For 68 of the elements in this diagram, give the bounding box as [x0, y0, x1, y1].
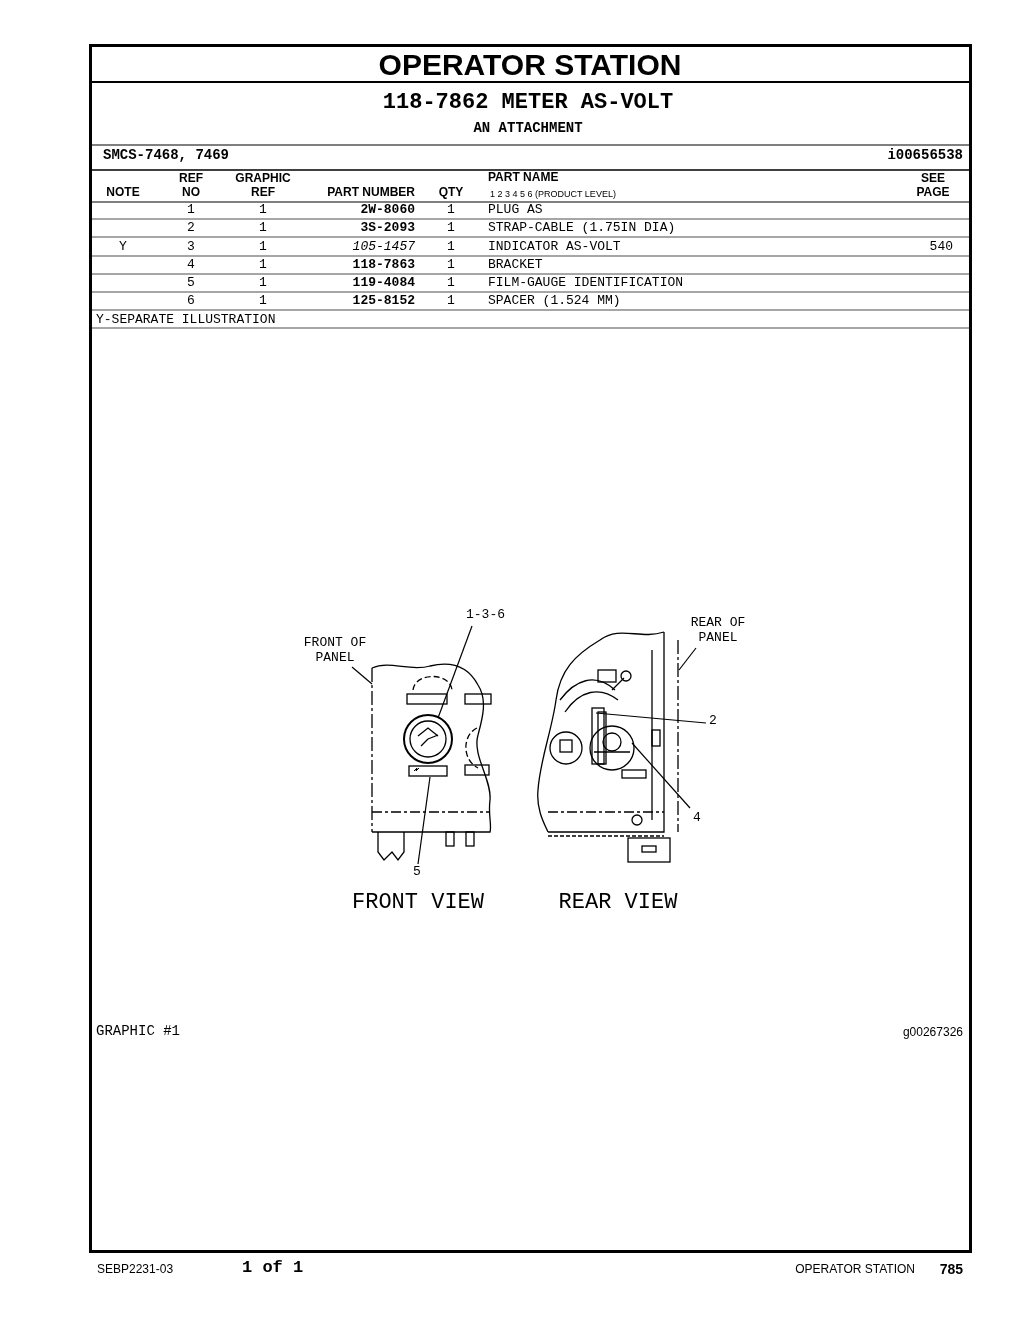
callout-label: 5 [413, 865, 421, 880]
footer-section-title: OPERATOR STATION [795, 1263, 915, 1277]
table-cell: Y [119, 240, 127, 255]
table-cell: 1 [259, 258, 267, 273]
table-cell: 2 [187, 221, 195, 236]
column-header: REF NO [178, 172, 204, 200]
column-header: GRAPHIC REF [234, 172, 292, 200]
table-cell: 6 [187, 294, 195, 309]
table-cell: 1 [447, 240, 455, 255]
table-cell: 1 [259, 221, 267, 236]
callout-label: 1-3-6 [466, 608, 505, 623]
table-cell: 105-1457 [352, 240, 415, 255]
page-title: OPERATOR STATION [378, 48, 682, 83]
table-cell: 1 [259, 240, 267, 255]
column-header: SEE PAGE [915, 172, 951, 200]
page-count: 1 of 1 [242, 1258, 304, 1278]
table-cell: SPACER (1.524 MM) [488, 294, 621, 309]
table-cell: PLUG AS [488, 203, 543, 218]
leader-line [595, 712, 707, 724]
table-cell: 540 [929, 240, 953, 255]
front-view-drawing [371, 663, 492, 862]
graphic-id: g00267326 [902, 1026, 963, 1040]
document-number: SEBP2231-03 [97, 1263, 174, 1277]
table-cell: STRAP-CABLE (1.75IN DIA) [488, 221, 676, 236]
table-cell: 1 [447, 203, 455, 218]
table-cell: INDICATOR AS-VOLT [488, 240, 621, 255]
table-cell: 1 [447, 258, 455, 273]
leader-line [437, 625, 473, 719]
rear-view-drawing [537, 631, 679, 863]
table-cell: 2W-8060 [360, 203, 415, 218]
table-cell: 119-4084 [352, 276, 415, 291]
column-header: PART NAME [488, 171, 559, 185]
table-cell: 118-7863 [352, 258, 415, 273]
leader-line [417, 776, 431, 865]
page-number: 785 [939, 1261, 963, 1278]
callout-label: FRONT OF PANEL [300, 636, 370, 666]
column-header: PART NUMBER [327, 186, 415, 200]
table-cell: 3S-2093 [360, 221, 415, 236]
callout-label: 2 [709, 714, 717, 729]
callout-label: REAR OF PANEL [683, 616, 753, 646]
table-cell: 4 [187, 258, 195, 273]
table-cell: 1 [447, 221, 455, 236]
callout-label: 4 [693, 811, 701, 826]
column-header: QTY [438, 186, 464, 200]
leader-line [631, 742, 691, 809]
part-heading: 118-7862 METER AS-VOLT [382, 90, 674, 116]
table-cell: 3 [187, 240, 195, 255]
table-cell: 1 [259, 294, 267, 309]
graphic-label: GRAPHIC #1 [96, 1023, 180, 1040]
table-cell: 125-8152 [352, 294, 415, 309]
footnote-text: Y-SEPARATE ILLUSTRATION [96, 313, 276, 328]
table-cell: 1 [187, 203, 195, 218]
view-caption: FRONT VIEW [352, 890, 484, 916]
column-subheader: 1 2 3 4 5 6 (PRODUCT LEVEL) [490, 189, 616, 200]
table-cell: 1 [447, 276, 455, 291]
view-caption: REAR VIEW [558, 890, 678, 916]
table-cell: 1 [259, 276, 267, 291]
table-cell: 1 [259, 203, 267, 218]
table-cell: BRACKET [488, 258, 543, 273]
leader-line [351, 666, 373, 685]
code-text: SMCS-7468, 7469 [103, 147, 230, 164]
image-id: i00656538 [887, 147, 963, 164]
column-header: NOTE [106, 186, 140, 200]
table-cell: 5 [187, 276, 195, 291]
table-cell: FILM-GAUGE IDENTIFICATION [488, 276, 684, 291]
subheading: AN ATTACHMENT [473, 120, 583, 137]
table-cell: 1 [447, 294, 455, 309]
leader-line [678, 647, 697, 671]
